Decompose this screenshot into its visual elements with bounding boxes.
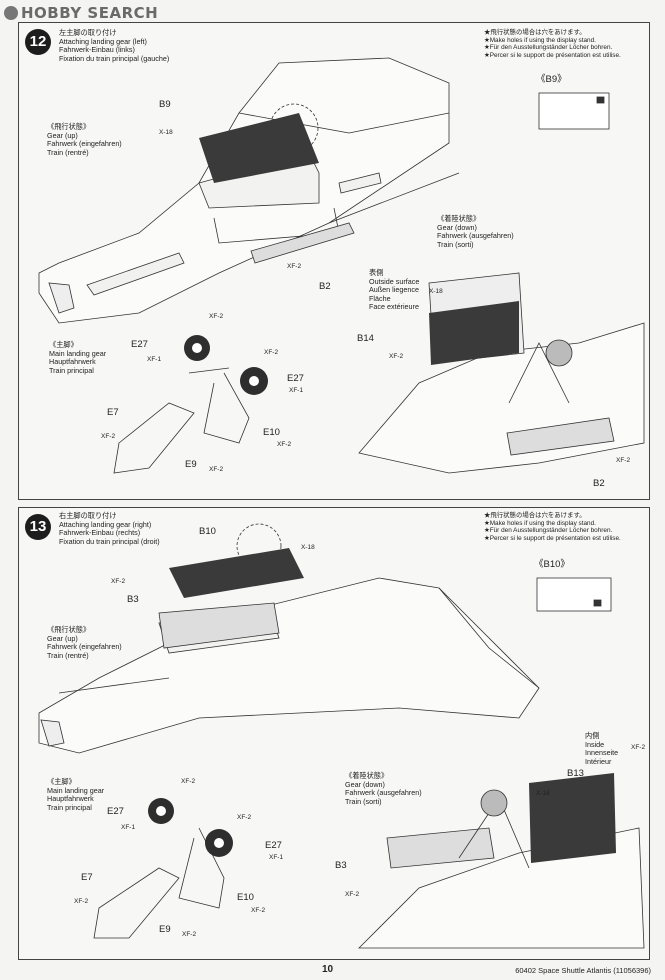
paint-xf2-g: XF-2 [345,891,360,898]
paint-xf1-a: XF-1 [147,356,162,363]
paint-xf2-d: XF-2 [209,313,224,320]
step-13-main-gear-label: 《主脚》 Main landing gear Hauptfahrwerk Tra… [47,777,105,812]
step-12-surface-paint: X-18 [429,288,443,295]
part-e27-right: E27 [287,373,304,384]
step-13-gear-up-label: 《飛行状態》 Gear (up) Fahrwerk (eingefahren) … [47,625,122,660]
step-13-inside-surface-label: 内側 Inside Innenseite Intérieur [585,731,619,766]
paint-xf2-h: XF-2 [277,441,292,448]
hobby-search-watermark: HOBBY SEARCH [4,4,158,22]
paint-xf2-b: XF-2 [181,778,196,785]
step-12-drawing [38,57,645,474]
paint-xf2-f: XF-2 [251,907,266,914]
step-12-number: 12 [25,29,51,55]
paint-xf2-c: XF-2 [237,814,252,821]
step-13-drawing [38,523,645,949]
step-12-panel: 12 左主脚の取り付け Attaching landing gear (left… [18,22,650,500]
step-12-main-gear-label: 《主脚》 Main landing gear Hauptfahrwerk Tra… [49,340,107,375]
part-e10: E10 [263,427,280,438]
paint-x18-a: X-18 [301,544,315,551]
part-e9: E9 [185,459,197,470]
watermark-logo-icon [4,6,18,20]
paint-xf2-g: XF-2 [209,466,224,473]
part-e27-right: E27 [265,840,282,851]
product-code: 60402 Space Shuttle Atlantis (11056396) [515,966,651,975]
part-b13: B13 [567,768,584,779]
step-13-surface-paint: XF-2 [631,744,646,751]
paint-xf2-e: XF-2 [264,349,279,356]
part-e9: E9 [159,924,171,935]
paint-xf1-b: XF-1 [269,854,284,861]
step-12-display-stand-note: ★飛行状態の場合は穴をあけます。 ★Make holes if using th… [484,29,621,59]
part-b14: B14 [357,333,374,344]
paint-xf1-b: XF-1 [289,387,304,394]
paint-xf1-a: XF-1 [121,824,136,831]
part-e7: E7 [107,407,119,418]
step-13-number: 13 [25,514,51,540]
step-13-title: 右主脚の取り付け Attaching landing gear (right) … [59,511,160,546]
paint-xf2-a: XF-2 [287,263,302,270]
inset-b9-label: 《B9》 [536,74,567,85]
part-e27-left: E27 [131,339,148,350]
paint-xf2-a: XF-2 [111,578,126,585]
paint-xf2-e: XF-2 [182,931,197,938]
page-number: 10 [322,964,334,975]
part-b2-lower: B2 [593,478,605,489]
step-12-gear-down-label: 《着陸状態》 Gear (down) Fahrwerk (ausgefahren… [437,214,514,249]
step-13-display-stand-note: ★飛行状態の場合は穴をあけます。 ★Make holes if using th… [484,512,621,542]
part-b3-upper: B3 [127,594,139,605]
paint-xf2-d: XF-2 [74,898,89,905]
part-b10: B10 [199,526,216,537]
part-b2-upper: B2 [319,281,331,292]
inset-b10-label: 《B10》 [534,559,570,570]
step-13-gear-down-label: 《着陸状態》 Gear (down) Fahrwerk (ausgefahren… [345,771,422,806]
paint-xf2-f: XF-2 [101,433,116,440]
part-e10: E10 [237,892,254,903]
part-e7: E7 [81,872,93,883]
part-b9: B9 [159,99,171,110]
part-b3-lower: B3 [335,860,347,871]
paint-xf2-c: XF-2 [616,457,631,464]
step-13-panel: 13 右主脚の取り付け Attaching landing gear (righ… [18,507,650,960]
part-e27-left: E27 [107,806,124,817]
step-12-outside-surface-label: 表側 Outside surface Außen liegence Fläche… [369,268,420,312]
paint-xf2-b: XF-2 [389,353,404,360]
paint-x18: X-18 [159,129,173,136]
paint-x18-b: X-18 [536,790,550,797]
step-12-title: 左主脚の取り付け Attaching landing gear (left) F… [59,28,170,63]
step-12-gear-up-label: 《飛行状態》 Gear (up) Fahrwerk (eingefahren) … [47,122,122,157]
